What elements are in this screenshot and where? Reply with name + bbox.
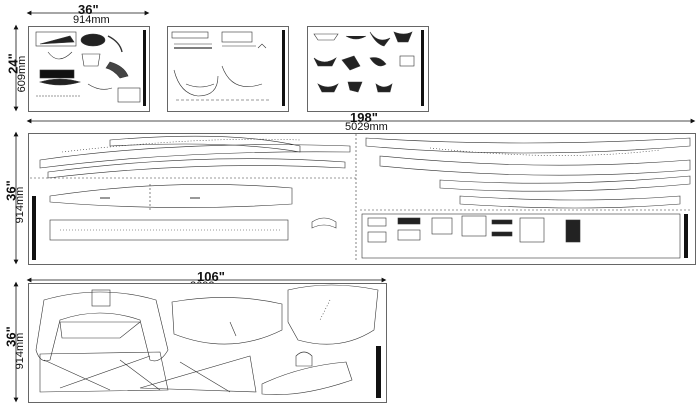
sheet-3-drawings <box>313 30 424 106</box>
long-sheet-width-mm: 5029mm <box>345 121 388 133</box>
small-sheet-width-mm: 914mm <box>73 14 110 26</box>
plan-sheet-2 <box>167 26 289 112</box>
sheet-2-drawings <box>171 30 285 106</box>
dimension-lines <box>13 10 696 403</box>
sheet-1-drawings <box>35 30 146 106</box>
long-sheet-patterns <box>30 134 692 262</box>
wide-sheet-patterns <box>35 284 381 398</box>
